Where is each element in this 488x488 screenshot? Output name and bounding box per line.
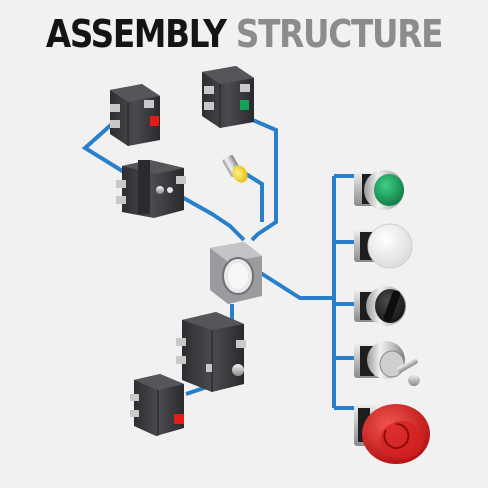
red-indicator-icon — [174, 414, 184, 424]
key-switch — [354, 341, 420, 386]
red-indicator-icon — [150, 116, 159, 126]
small-contact-block-red — [130, 374, 184, 436]
link-double-block — [180, 196, 244, 240]
mushroom-pushbutton-white — [354, 224, 412, 268]
flush-pushbutton-green — [354, 170, 404, 210]
mounting-adapter — [210, 242, 262, 304]
large-contact-block — [176, 312, 246, 392]
emergency-stop-red — [354, 402, 430, 464]
selector-switch-black — [354, 286, 406, 326]
double-contact-block — [116, 160, 186, 218]
link-adapter-bus — [256, 270, 334, 298]
link-lamp — [246, 174, 262, 222]
led-lamp-yellow — [222, 154, 251, 185]
contact-block-red-indicator — [110, 84, 160, 146]
green-indicator-icon — [240, 100, 249, 110]
contact-block-green-indicator — [202, 66, 254, 128]
